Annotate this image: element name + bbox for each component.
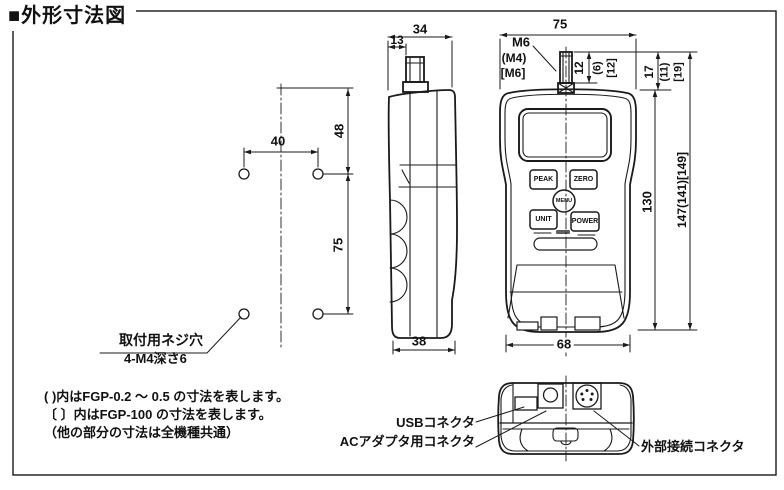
dim-75-front-label: 75 <box>552 16 568 32</box>
note-line-2: 〔 〕内はFGP-100 の寸法を表します。 <box>44 407 272 422</box>
mounting-hole-pattern <box>238 83 324 351</box>
dimension-arrowheads <box>244 32 693 353</box>
menu-button-label: MENU <box>555 197 573 204</box>
dim-17-label: 17 <box>642 65 657 79</box>
zero-button-label: ZERO <box>573 175 594 183</box>
dim-12-label: 12 <box>572 61 587 75</box>
page-title: ■外形寸法図 <box>4 3 137 31</box>
usb-label-leader <box>475 406 525 423</box>
menu-button-shape <box>552 189 576 213</box>
external-label-leader <box>593 410 640 447</box>
note-line-3: （他の部分の寸法は全機種共通） <box>44 425 240 440</box>
peak-button-label: PEAK <box>533 175 554 183</box>
side-view-outline <box>387 56 458 339</box>
ac-adapter-connector-label: ACアダプタ用コネクタ <box>339 434 475 449</box>
dim-34-label: 34 <box>412 21 428 37</box>
external-connector-label: 外部接続コネクタ <box>641 439 745 454</box>
dim-12b-label: [12] <box>605 58 618 78</box>
unit-button-shape <box>529 209 558 230</box>
power-button-label: POWER <box>571 217 599 225</box>
mounting-hole-label: 取付用ネジ穴 <box>119 332 203 348</box>
bottom-view-outline <box>497 382 635 455</box>
mounting-hole-leader <box>99 316 242 354</box>
usb-connector-label: USBコネクタ <box>396 415 475 430</box>
ac-label-leader <box>475 410 547 448</box>
front-view-keypad <box>529 169 600 251</box>
dim-147-label: 147(141)[149] <box>675 151 690 229</box>
dim-48-label: 48 <box>331 123 347 139</box>
zero-button-shape <box>569 169 598 190</box>
thread-label-alt2: [M6] <box>500 66 526 81</box>
ac-adapter-connector-shape <box>537 383 564 409</box>
front-view-lcd <box>518 108 612 162</box>
center-tab-shape <box>552 427 579 442</box>
mounting-hole-spec: 4-M4深さ6 <box>124 351 187 366</box>
dim-11-label: (11) <box>658 62 671 82</box>
thread-label: M6 <box>511 34 531 50</box>
dim-40-label: 40 <box>270 133 286 149</box>
peak-button-shape <box>529 169 558 190</box>
unit-button-label: UNIT <box>535 215 552 223</box>
external-connector-shape <box>572 382 602 410</box>
dim-68-label: 68 <box>553 337 575 353</box>
dim-130-label: 130 <box>639 191 655 213</box>
label-slot-shape <box>533 237 598 251</box>
dim-19-label: [19] <box>672 62 685 82</box>
dim-38-label: 38 <box>411 333 427 349</box>
thread-label-leader <box>532 45 557 72</box>
front-view-bottom-connectors <box>516 316 601 331</box>
diagram-frame <box>12 10 777 476</box>
dim-75-holes-label: 75 <box>330 237 346 253</box>
usb-connector-shape <box>514 396 538 411</box>
dim-6-label: (6) <box>591 61 604 75</box>
power-button-shape <box>570 211 600 232</box>
note-line-1: ( )内はFGP-0.2 ～ 0.5 の寸法を表します。 <box>44 389 290 404</box>
side-view-details <box>389 57 458 338</box>
brand-mark <box>556 230 570 234</box>
leader-lines <box>99 45 640 448</box>
thread-label-alt1: (M4) <box>501 51 527 66</box>
dim-13-label: 13 <box>390 33 404 48</box>
